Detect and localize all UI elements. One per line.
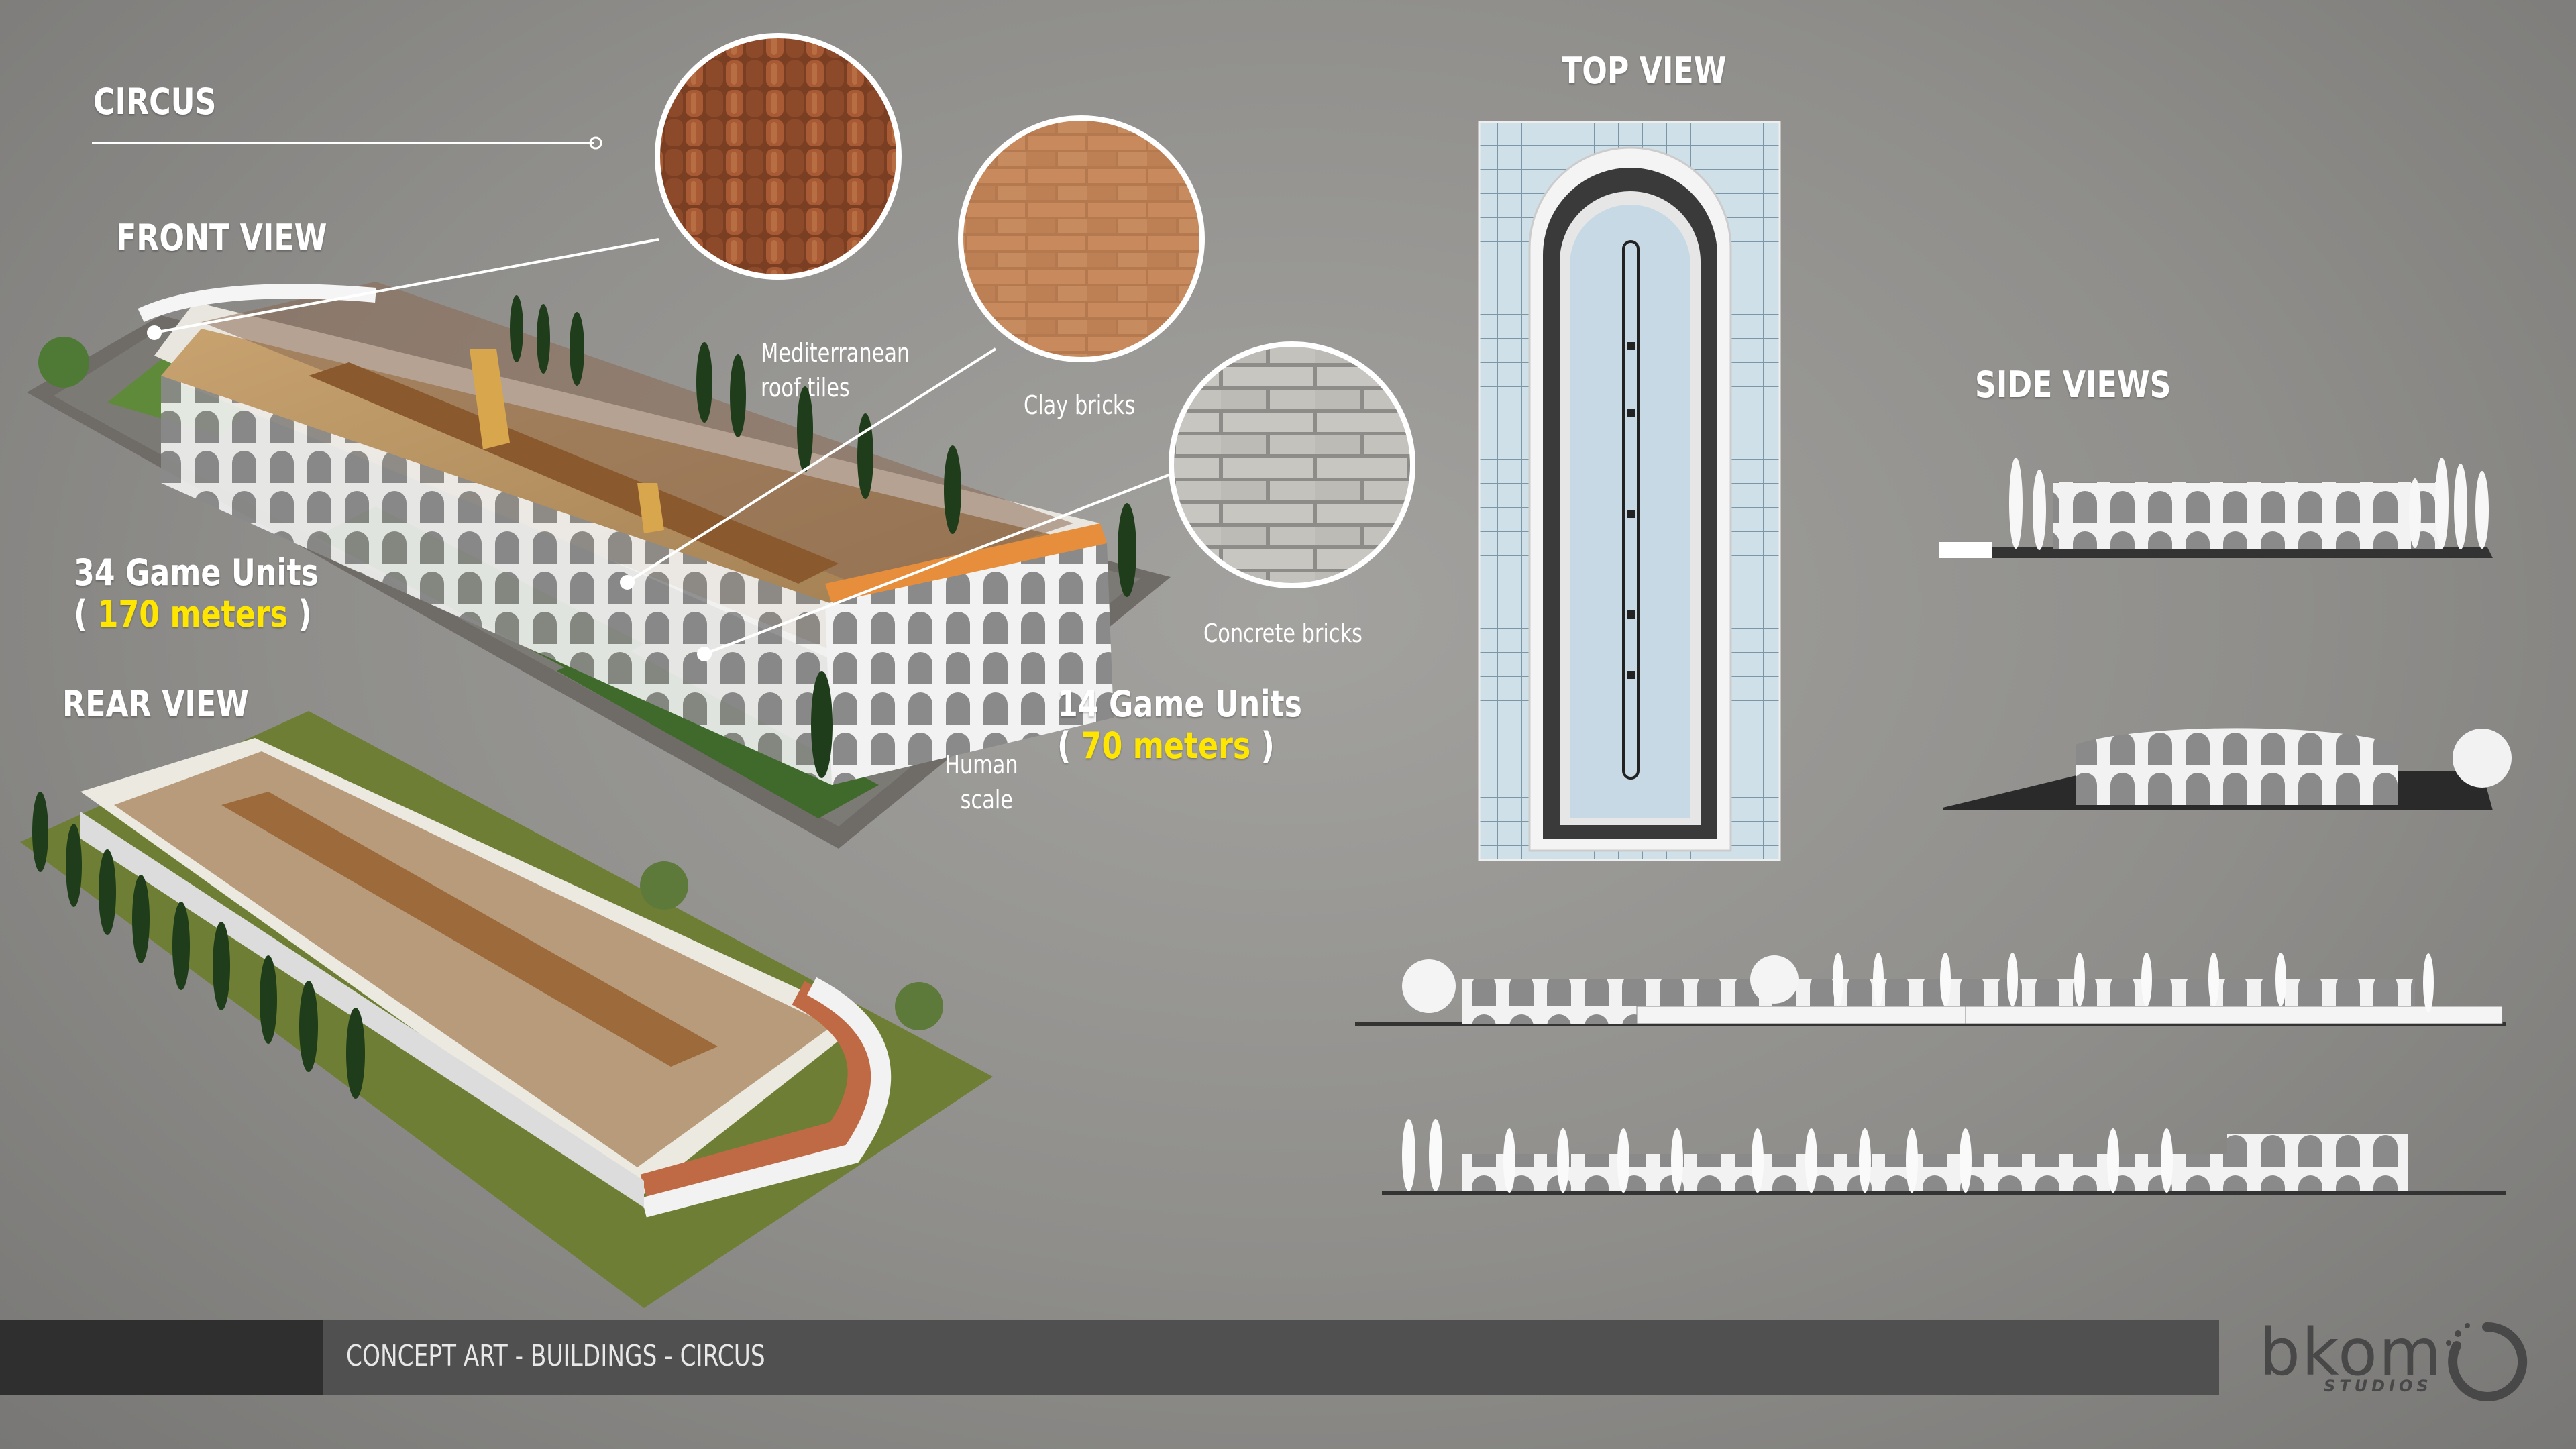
callout-lines <box>147 238 1175 661</box>
width-units: 14 Game Units <box>1057 683 1303 725</box>
logo-subtitle: STUDIOS <box>2324 1377 2432 1395</box>
clay-bricks-swatch <box>958 115 1205 362</box>
side-view-4 <box>1382 1119 2506 1195</box>
length-open: ( <box>74 593 98 635</box>
human-scale-caption: Human scale <box>945 747 1018 817</box>
side-view-2 <box>1943 728 2512 810</box>
roof-tiles-line2: roof tiles <box>761 373 850 402</box>
side-views <box>1355 458 2512 1195</box>
width-close: ) <box>1250 724 1275 767</box>
rear-view-label: REAR VIEW <box>62 683 249 725</box>
length-meters: 170 meters <box>97 593 288 635</box>
side-view-1 <box>1939 458 2493 558</box>
footer-text: CONCEPT ART - BUILDINGS - CIRCUS <box>346 1339 765 1373</box>
length-meters-line: ( 170 meters ) <box>74 593 312 635</box>
top-view-label: TOP VIEW <box>1562 50 1727 92</box>
front-view-label: FRONT VIEW <box>116 217 327 259</box>
front-view-render <box>27 282 1171 849</box>
title-underline <box>92 136 602 150</box>
length-units: 34 Game Units <box>74 551 319 594</box>
roof-tiles-line1: Mediterranean <box>761 338 910 368</box>
footer-bar <box>323 1320 2219 1395</box>
length-close: ) <box>288 593 312 635</box>
footer-dark-block <box>0 1320 323 1395</box>
width-open: ( <box>1057 724 1081 767</box>
logo-swirl-icon <box>2446 1322 2528 1401</box>
human-scale-line1: Human <box>945 750 1018 780</box>
width-meters: 70 meters <box>1081 724 1251 767</box>
logo-wordmark: bkom <box>2259 1315 2443 1390</box>
concrete-bricks-caption: Concrete bricks <box>1203 619 1363 648</box>
human-scale-line2: scale <box>960 785 1013 814</box>
page-title: CIRCUS <box>93 80 217 123</box>
roof-tiles-caption: Mediterranean roof tiles <box>761 335 910 405</box>
top-view-plan <box>1478 121 1781 861</box>
rear-view-render <box>20 711 993 1308</box>
width-meters-line: ( 70 meters ) <box>1057 724 1275 767</box>
clay-bricks-caption: Clay bricks <box>1024 390 1136 420</box>
studio-logo: bkom STUDIOS <box>2254 1300 2536 1407</box>
side-view-3 <box>1355 953 2506 1026</box>
roof-tiles-swatch <box>655 33 902 280</box>
side-views-label: SIDE VIEWS <box>1975 364 2171 406</box>
concrete-bricks-swatch <box>1169 341 1415 588</box>
